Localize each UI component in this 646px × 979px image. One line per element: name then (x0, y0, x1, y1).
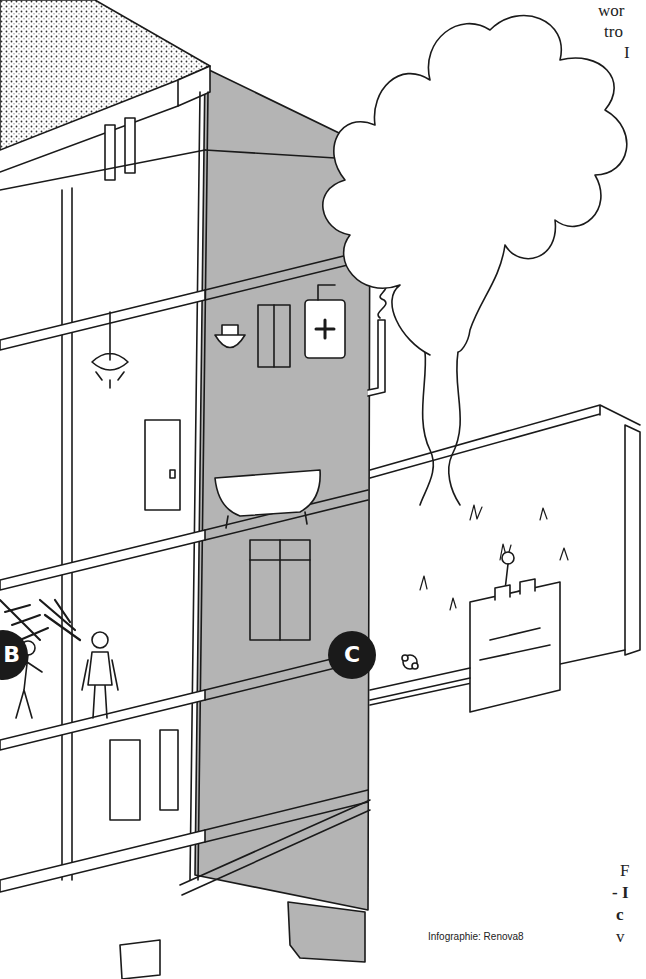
illustration-part (61, 190, 63, 880)
illustration-part (71, 188, 73, 880)
illustration-part (403, 655, 417, 669)
tree-crown (323, 16, 627, 355)
text-fragment: F (620, 862, 629, 879)
attic-post (105, 125, 115, 180)
tree-trunk (420, 352, 460, 505)
window (258, 305, 290, 367)
ceiling-lamp (92, 312, 128, 388)
illustration-part (0, 150, 205, 190)
floor-slab (0, 530, 205, 590)
doorway (110, 740, 140, 820)
illustration-part (502, 552, 514, 564)
foundation (288, 902, 365, 962)
text-fragment: I (624, 44, 630, 61)
text-fragment: v (616, 928, 625, 945)
illustration-part (412, 663, 418, 669)
credit-text: Infographie: Renova8 (428, 932, 524, 942)
garden-side-wall (625, 425, 640, 655)
text-fragment: - I (612, 884, 629, 901)
illustration-part (205, 790, 368, 830)
water-heater (305, 300, 345, 358)
illustration-part (92, 632, 108, 648)
foundation (120, 940, 160, 979)
person (82, 632, 118, 718)
illustration-part (198, 92, 208, 880)
illustration-part (402, 655, 408, 661)
septic-baffle (480, 628, 550, 660)
drain-pipe (180, 800, 370, 895)
septic-tank (470, 582, 560, 712)
illustration-part (205, 260, 368, 300)
illustration-part (0, 106, 178, 172)
text-fragment: c (616, 906, 624, 923)
door (145, 420, 180, 510)
glass-door (250, 540, 310, 640)
bathtub (215, 470, 320, 528)
text-fragment: tro (604, 23, 623, 40)
callout-letter: C (344, 644, 360, 666)
roof-edge (178, 66, 210, 106)
text-fragment: wor (598, 2, 624, 19)
vent-pipe (368, 320, 385, 396)
floor-slab (0, 830, 205, 892)
illustration-part (190, 92, 200, 880)
floor-slab (0, 290, 205, 350)
callout-letter: B (3, 644, 20, 666)
doorway (160, 730, 178, 810)
illustration-part (82, 652, 118, 718)
heater-pipe (318, 285, 335, 300)
heater-cross (316, 320, 334, 338)
noise-lines (40, 600, 80, 640)
garden-wall (370, 405, 640, 478)
illustration-part (250, 559, 310, 561)
switch (170, 470, 175, 478)
illustration-part (279, 540, 281, 640)
callout-circle: C (328, 631, 376, 679)
drain-pipe (370, 668, 470, 700)
tank-lid (495, 579, 535, 600)
sink (215, 325, 245, 348)
illustration-part (273, 305, 275, 367)
